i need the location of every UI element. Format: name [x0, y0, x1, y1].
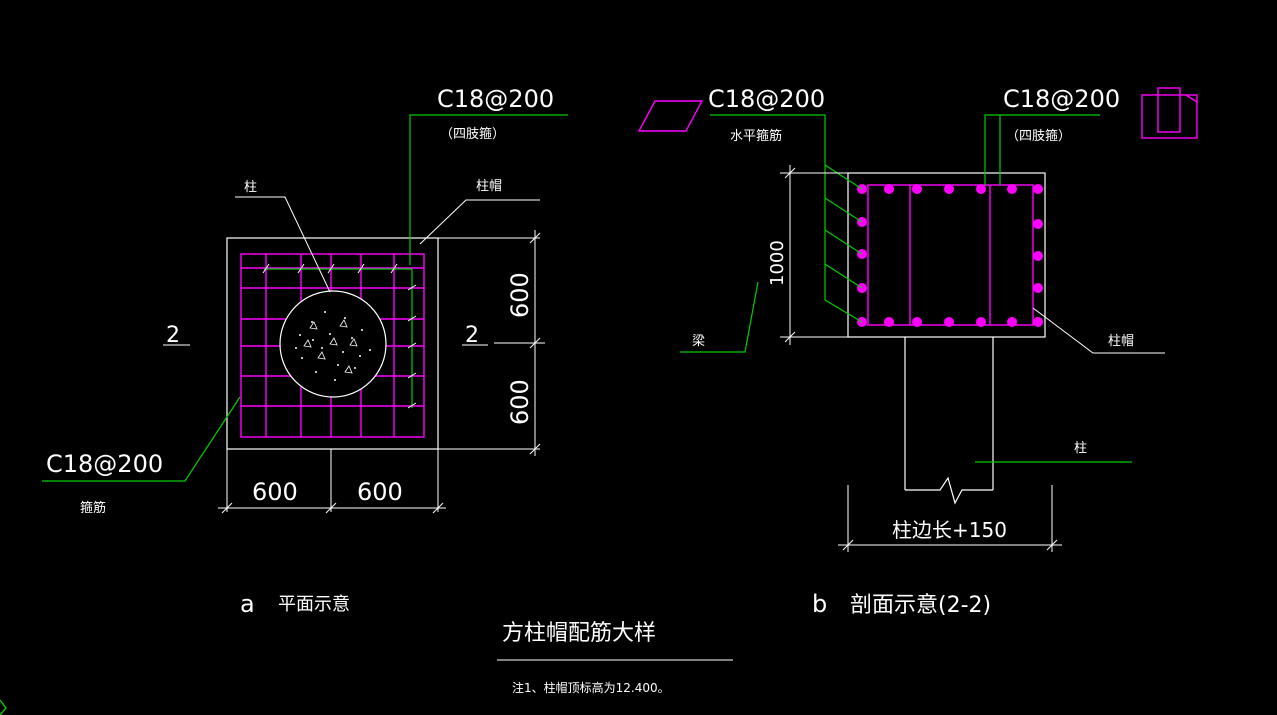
- plan-section-label-left: 2: [166, 323, 180, 348]
- plan-cap-leader: [419, 199, 540, 245]
- section-cap-outline: [847, 172, 1046, 338]
- section-left-rebar-note: 水平箍筋: [730, 128, 782, 144]
- section-left-leaders: [680, 114, 863, 353]
- plan-left-rebar-label: C18@200: [46, 450, 163, 478]
- section-dimension-lines: [780, 165, 1062, 552]
- section-cap-leader: [1032, 307, 1165, 354]
- column-section-icon: [1141, 87, 1198, 139]
- section-column: [904, 337, 994, 505]
- plan-dim-h1: 600: [252, 478, 298, 506]
- section-right-rebar-note: （四肢箍）: [1006, 128, 1071, 144]
- section-left-rebar-label: C18@200: [708, 85, 825, 113]
- section-rebar-bars: [857, 184, 1043, 327]
- section-cap-label: 柱帽: [1108, 333, 1134, 349]
- section-rebar-cage: [867, 184, 1034, 326]
- plan-concrete-triangles: [303, 319, 358, 374]
- section-caption-letter: b: [812, 590, 827, 618]
- section-column-label: 柱: [1074, 441, 1087, 456]
- plan-stirrup-marks: [264, 268, 413, 408]
- plan-column-label: 柱: [244, 180, 257, 195]
- plan-dim-h2: 600: [357, 478, 403, 506]
- section-right-leaders: [984, 114, 1100, 185]
- section-view: C18@200 水平箍筋 C18@200 （四肢箍） 梁 柱帽 柱 1000 柱…: [637, 85, 1198, 618]
- plan-top-rebar-leader: [409, 114, 568, 265]
- plan-concrete-hatch: [295, 311, 371, 381]
- plan-dim-v1: 600: [506, 272, 534, 318]
- section-caption-title: 剖面示意(2-2): [850, 593, 991, 618]
- drawing-note: 注1、柱帽顶标高为12.400。: [512, 680, 670, 695]
- plan-column-leader: [235, 196, 331, 293]
- plan-caption-letter: a: [240, 590, 255, 618]
- plan-tick-marks: [262, 263, 417, 409]
- plan-cap-label: 柱帽: [476, 178, 502, 194]
- plan-caption-title: 平面示意: [278, 594, 350, 615]
- plan-section-label-right: 2: [465, 323, 479, 348]
- plan-top-rebar-label: C18@200: [437, 85, 554, 113]
- plan-left-rebar-note: 箍筋: [80, 500, 106, 516]
- plan-dim-v2: 600: [506, 379, 534, 425]
- parallelogram-icon: [637, 100, 704, 132]
- section-dim-height: 1000: [767, 240, 788, 286]
- drawing-footer: 方柱帽配筋大样 注1、柱帽顶标高为12.400。: [497, 621, 733, 695]
- drawing-title: 方柱帽配筋大样: [502, 621, 656, 646]
- section-beam-label: 梁: [692, 334, 705, 349]
- plan-column-circle: [279, 290, 387, 398]
- plan-cap-outline: [226, 237, 439, 450]
- plan-top-rebar-note: （四肢箍）: [440, 126, 505, 142]
- section-right-rebar-label: C18@200: [1003, 85, 1120, 113]
- plan-dimension-lines: [218, 230, 545, 514]
- ucs-icon: [0, 699, 7, 715]
- plan-left-rebar-leader: [42, 396, 241, 482]
- plan-view: 2 2 C18@200 （四肢箍） 柱 柱帽 C18@200 箍筋 600 60…: [42, 85, 568, 618]
- section-dim-width: 柱边长+150: [892, 518, 1007, 542]
